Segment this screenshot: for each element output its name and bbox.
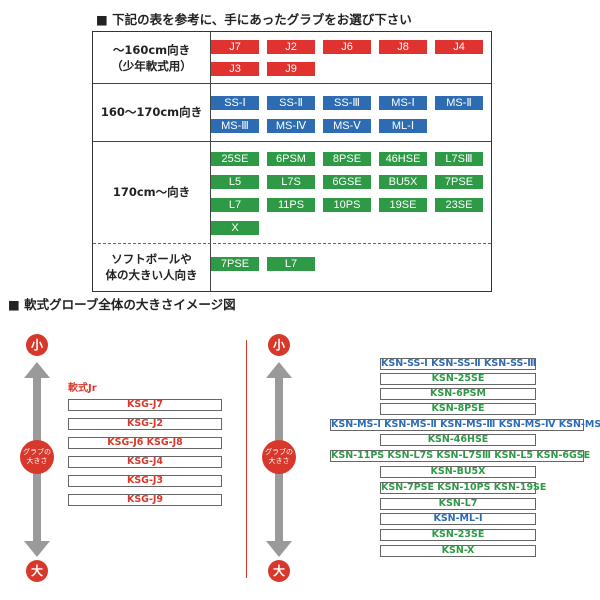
left-glove-item: KSG-J3: [68, 475, 222, 487]
right-glove-item: KSN-SS-Ⅰ KSN-SS-Ⅱ KSN-SS-Ⅲ: [380, 358, 537, 370]
large-size-marker: 大: [26, 560, 48, 582]
left-glove-item: KSG-J7: [68, 399, 222, 411]
glove-chip: SS-Ⅲ: [323, 96, 371, 110]
glove-size-badge: グラブの大きさ: [262, 440, 296, 474]
right-glove-item: KSN-25SE: [380, 373, 536, 385]
row-label-under-160: ～160cm向き（少年軟式用）: [111, 42, 192, 73]
glove-chip: 11PS: [267, 198, 315, 212]
arrow-down-icon: [24, 541, 50, 557]
glove-chip: J8: [379, 40, 427, 54]
glove-chip: MS-Ⅱ: [435, 96, 483, 110]
left-glove-item: KSG-J6 KSG-J8: [68, 437, 222, 449]
right-glove-item: KSN-MS-Ⅰ KSN-MS-Ⅱ KSN-MS-Ⅲ KSN-MS-Ⅳ KSN-…: [330, 419, 600, 431]
glove-chip: SS-Ⅰ: [211, 96, 259, 110]
size-guide-table: ～160cm向き（少年軟式用） 160～170cm向き 170cm～向き ソフト…: [92, 31, 492, 292]
small-size-marker: 小: [26, 334, 48, 356]
left-glove-item: KSG-J4: [68, 456, 222, 468]
glove-chip: J3: [211, 62, 259, 76]
glove-chip: MS-Ⅴ: [323, 119, 371, 133]
glove-chip: J6: [323, 40, 371, 54]
glove-chip: J9: [267, 62, 315, 76]
diagram-divider: [246, 340, 247, 578]
arrow-up-icon: [266, 362, 292, 378]
row-divider: [93, 141, 491, 142]
right-glove-item: KSN-ML-Ⅰ: [380, 513, 536, 525]
right-glove-item: KSN-23SE: [380, 529, 536, 541]
glove-chip: BU5X: [379, 175, 427, 189]
small-size-marker: 小: [268, 334, 290, 356]
row-label-softball: ソフトボールや体の大きい人向き: [105, 252, 198, 282]
glove-chip: ML-Ⅰ: [379, 119, 427, 133]
glove-chip: X: [211, 221, 259, 235]
right-glove-item: KSN-6PSM: [380, 388, 536, 400]
right-glove-item: KSN-L7: [380, 498, 536, 510]
glove-chip: 25SE: [211, 152, 259, 166]
table-column-divider: [210, 32, 211, 291]
left-glove-item: KSG-J9: [68, 494, 222, 506]
glove-chip: 7PSE: [435, 175, 483, 189]
glove-chip: L5: [211, 175, 259, 189]
right-glove-item: KSN-7PSE KSN-10PS KSN-19SE: [380, 482, 547, 494]
glove-chip: 10PS: [323, 198, 371, 212]
glove-chip: 23SE: [435, 198, 483, 212]
row-divider: [93, 83, 491, 84]
row-divider: [93, 243, 491, 244]
jr-category-label: 軟式Jr: [68, 383, 97, 394]
right-glove-item: KSN-8PSE: [380, 403, 536, 415]
row-label-over-170: 170cm～向き: [112, 185, 191, 199]
glove-chip: L7SⅢ: [435, 152, 483, 166]
glove-chip: MS-Ⅳ: [267, 119, 315, 133]
glove-chip: 6GSE: [323, 175, 371, 189]
glove-chip: 46HSE: [379, 152, 427, 166]
glove-size-badge: グラブの大きさ: [20, 440, 54, 474]
glove-chip: 19SE: [379, 198, 427, 212]
right-glove-item: KSN-X: [380, 545, 536, 557]
glove-chip: MS-Ⅲ: [211, 119, 259, 133]
large-size-marker: 大: [268, 560, 290, 582]
table-heading: ■ 下記の表を参考に、手にあったグラブをお選び下さい: [96, 12, 412, 27]
glove-chip: SS-Ⅱ: [267, 96, 315, 110]
row-label-160-170: 160～170cm向き: [100, 105, 203, 119]
glove-chip: 7PSE: [211, 257, 259, 271]
glove-chip: L7S: [267, 175, 315, 189]
diagram-heading: ■ 軟式グローブ全体の大きさイメージ図: [8, 297, 236, 312]
glove-chip: 6PSM: [267, 152, 315, 166]
glove-chip: J7: [211, 40, 259, 54]
glove-chip: L7: [211, 198, 259, 212]
arrow-up-icon: [24, 362, 50, 378]
left-glove-item: KSG-J2: [68, 418, 222, 430]
glove-chip: L7: [267, 257, 315, 271]
glove-chip: MS-Ⅰ: [379, 96, 427, 110]
right-glove-item: KSN-BU5X: [380, 466, 536, 478]
arrow-down-icon: [266, 541, 292, 557]
right-glove-item: KSN-11PS KSN-L7S KSN-L7SⅢ KSN-L5 KSN-6GS…: [330, 450, 591, 462]
glove-chip: J4: [435, 40, 483, 54]
glove-chip: J2: [267, 40, 315, 54]
glove-chip: 8PSE: [323, 152, 371, 166]
right-glove-item: KSN-46HSE: [380, 434, 536, 446]
